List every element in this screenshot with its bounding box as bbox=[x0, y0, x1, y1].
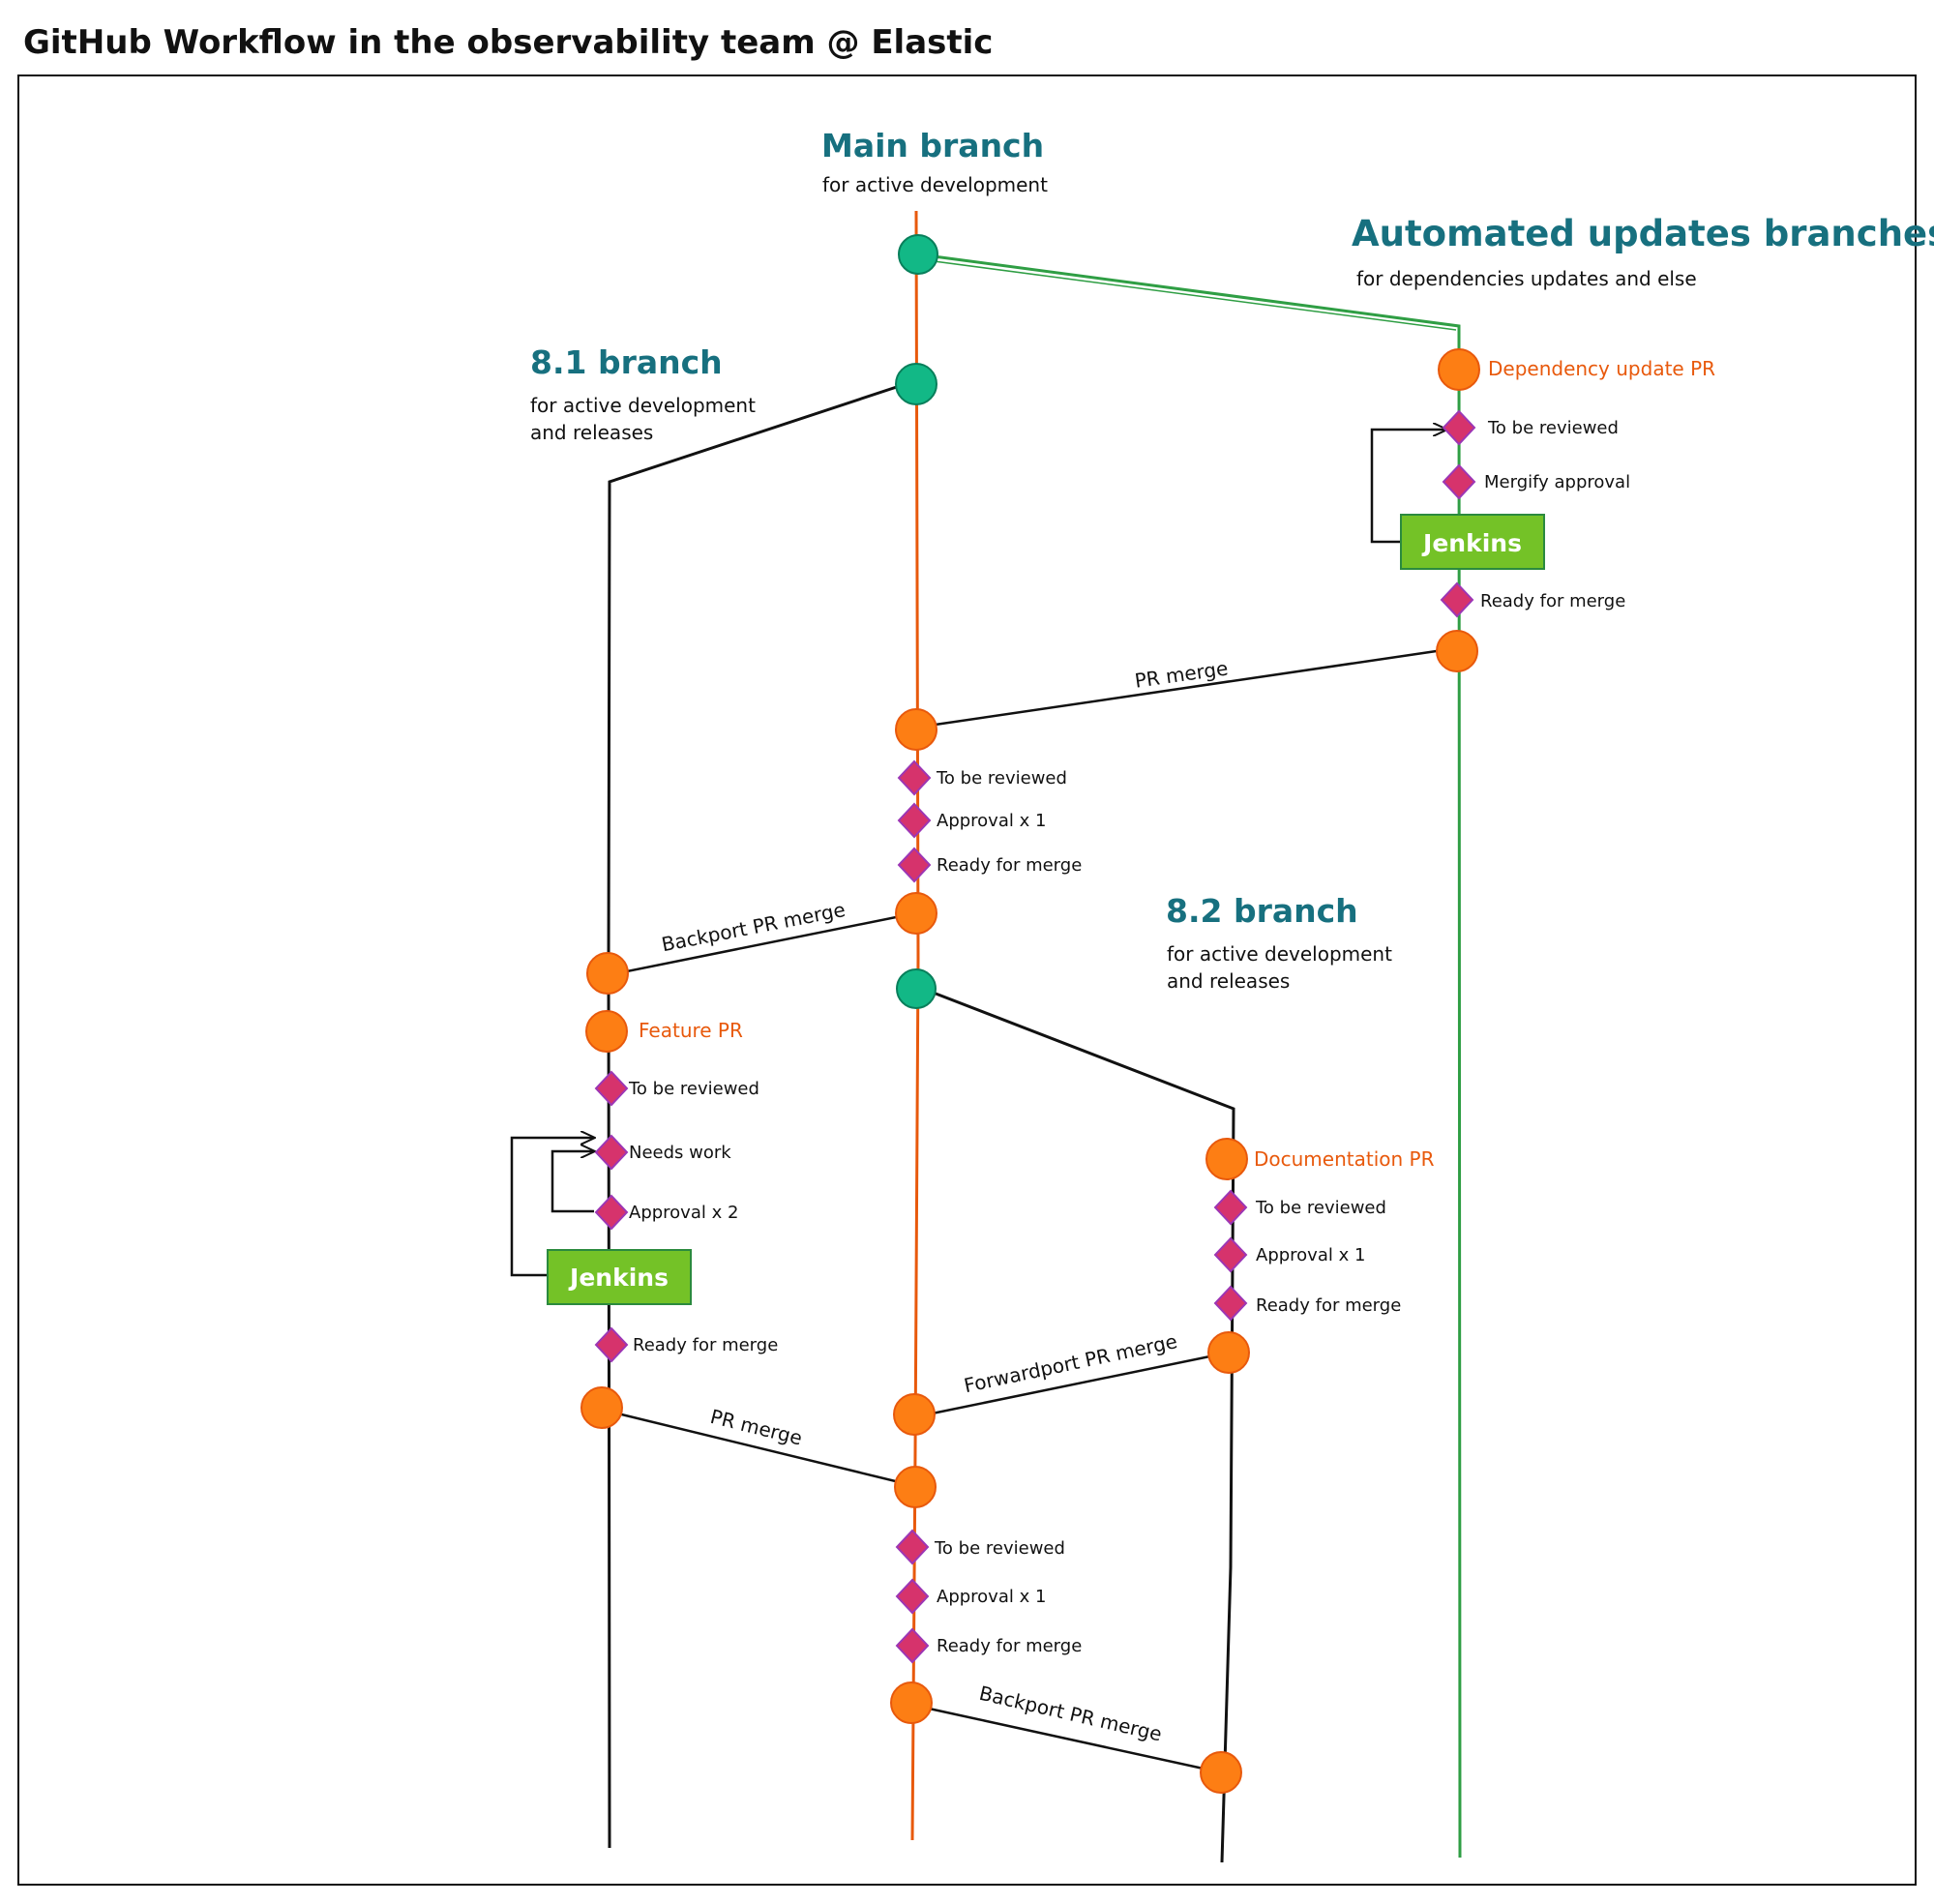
main-branch-subtitle: for active development bbox=[822, 173, 1048, 196]
backport-merge-label: Backport PR merge bbox=[660, 898, 848, 956]
status-diamond bbox=[1440, 581, 1474, 618]
status-diamond bbox=[594, 1134, 629, 1171]
step-label: Approval x 1 bbox=[937, 811, 1046, 831]
status-diamond bbox=[895, 1578, 930, 1615]
pr-node bbox=[1438, 348, 1480, 391]
pr-node bbox=[895, 892, 937, 935]
automated-branch-subtitle: for dependencies updates and else bbox=[1356, 267, 1697, 290]
branch-82-title: 8.2 branch bbox=[1166, 892, 1358, 930]
merge-connector-backport-81 bbox=[607, 911, 916, 977]
pr-label-documentation: Documentation PR bbox=[1254, 1147, 1435, 1171]
step-label: Needs work bbox=[629, 1143, 731, 1163]
status-diamond bbox=[1213, 1189, 1248, 1226]
jenkins-box: Jenkins bbox=[1400, 514, 1545, 570]
pr-node bbox=[586, 952, 629, 995]
status-diamond bbox=[1442, 463, 1476, 500]
pr-node bbox=[1436, 630, 1478, 672]
automated-branch-title: Automated updates branches bbox=[1352, 213, 1934, 254]
step-label: To be reviewed bbox=[628, 1079, 759, 1099]
pr-node bbox=[895, 708, 937, 751]
retry-loop-arrow bbox=[1370, 430, 1446, 544]
status-diamond bbox=[895, 1627, 930, 1664]
step-label: To be reviewed bbox=[1487, 418, 1619, 438]
status-diamond bbox=[897, 847, 932, 883]
backport-merge-label: Backport PR merge bbox=[977, 1681, 1164, 1746]
merge-connector-feature-to-main bbox=[601, 1408, 916, 1488]
branch-82-line bbox=[917, 985, 1235, 1863]
merge-connector-forwardport-82 bbox=[912, 1351, 1230, 1419]
commit-node bbox=[895, 363, 937, 405]
step-label: Approval x 1 bbox=[937, 1587, 1046, 1607]
branch-82-subtitle: for active development bbox=[1167, 942, 1392, 966]
status-diamond bbox=[895, 1529, 930, 1565]
forwardport-merge-label: Forwardport PR merge bbox=[962, 1329, 1179, 1397]
jenkins-label: Jenkins bbox=[1421, 529, 1522, 557]
pr-label-feature: Feature PR bbox=[639, 1019, 743, 1042]
pr-node bbox=[1205, 1138, 1248, 1180]
step-label: Mergify approval bbox=[1484, 472, 1630, 492]
status-diamond bbox=[897, 802, 932, 839]
diagram-frame bbox=[17, 74, 1917, 1886]
status-diamond bbox=[1213, 1285, 1248, 1322]
commit-node bbox=[898, 234, 938, 275]
merge-connector-auto-to-main bbox=[914, 646, 1457, 729]
step-label: Ready for merge bbox=[937, 1636, 1082, 1656]
step-label: Ready for merge bbox=[937, 855, 1082, 876]
step-label: Approval x 2 bbox=[629, 1203, 738, 1223]
step-label: To be reviewed bbox=[1255, 1198, 1386, 1218]
status-diamond bbox=[594, 1194, 629, 1231]
pr-merge-label: PR merge bbox=[1133, 656, 1229, 692]
pr-label-dependency: Dependency update PR bbox=[1488, 357, 1715, 380]
jenkins-label: Jenkins bbox=[568, 1264, 669, 1292]
main-branch-title: Main branch bbox=[821, 127, 1044, 164]
step-label: To be reviewed bbox=[934, 1538, 1065, 1559]
retry-loop-arrow bbox=[510, 1138, 594, 1277]
step-label: Ready for merge bbox=[633, 1335, 778, 1355]
pr-node bbox=[580, 1386, 623, 1429]
status-diamond bbox=[1442, 409, 1476, 446]
branch-81-title: 8.1 branch bbox=[530, 343, 723, 381]
commit-node bbox=[896, 968, 937, 1009]
branch-81-subtitle: for active development bbox=[530, 394, 756, 417]
automated-branch-line bbox=[918, 253, 1462, 1859]
step-label: To be reviewed bbox=[936, 768, 1067, 788]
diagram-title: GitHub Workflow in the observability tea… bbox=[23, 23, 993, 62]
pr-node bbox=[893, 1393, 936, 1436]
pr-node bbox=[890, 1681, 933, 1724]
jenkins-box: Jenkins bbox=[547, 1249, 692, 1305]
pr-node bbox=[894, 1466, 937, 1508]
branch-82-subtitle: and releases bbox=[1167, 969, 1290, 993]
status-diamond bbox=[594, 1070, 629, 1107]
status-diamond bbox=[594, 1326, 629, 1363]
step-label: Ready for merge bbox=[1256, 1295, 1401, 1316]
step-label: Approval x 1 bbox=[1256, 1245, 1365, 1265]
pr-node bbox=[1200, 1751, 1242, 1794]
merge-connector-backport-82 bbox=[910, 1703, 1222, 1774]
branch-81-subtitle: and releases bbox=[530, 421, 653, 444]
step-label: Ready for merge bbox=[1480, 591, 1625, 611]
needs-work-loop-arrow bbox=[550, 1151, 594, 1213]
status-diamond bbox=[1213, 1236, 1248, 1273]
status-diamond bbox=[897, 759, 932, 796]
pr-merge-label: PR merge bbox=[708, 1405, 805, 1450]
pr-node bbox=[1207, 1331, 1250, 1374]
branch-81-line bbox=[607, 378, 918, 1849]
pr-node bbox=[585, 1010, 628, 1053]
